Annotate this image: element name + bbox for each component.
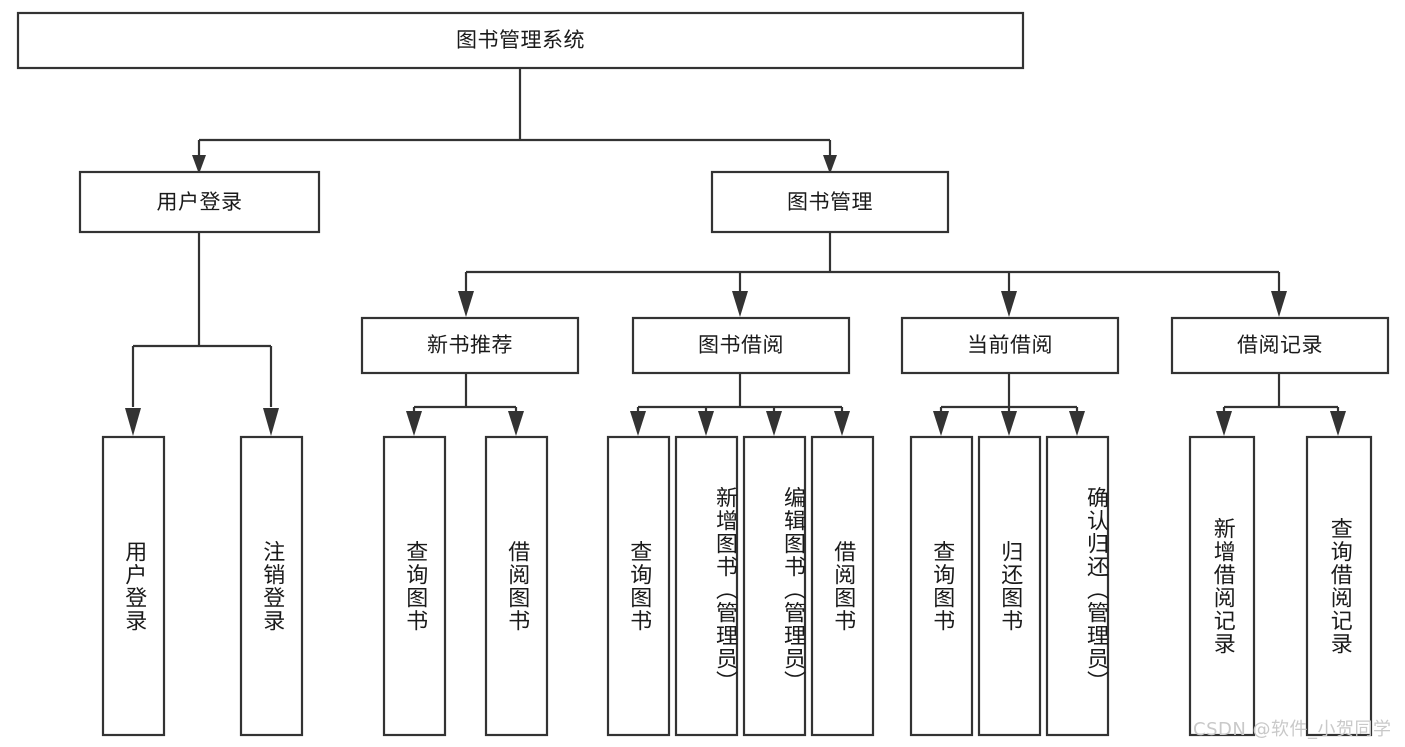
leaf-box-return-book[interactable] — [977, 435, 1042, 737]
connector-userlogin-to-leaves — [125, 232, 279, 436]
connector-bookmgmt-to-level3 — [458, 232, 1287, 317]
leaf-box-query-book-2[interactable] — [606, 435, 671, 737]
node-new-book-recommend-box[interactable] — [360, 316, 580, 375]
connector-newbook-to-leaves — [406, 373, 524, 436]
leaf-box-add-book-admin[interactable] — [674, 435, 739, 737]
node-book-management-box[interactable] — [710, 170, 950, 234]
connector-currentborrow-to-leaves — [933, 373, 1085, 436]
leaf-box-query-book-1[interactable] — [382, 435, 447, 737]
leaf-box-borrow-book-1[interactable] — [484, 435, 549, 737]
leaf-box-confirm-return-admin[interactable] — [1045, 435, 1110, 737]
node-user-login-box[interactable] — [78, 170, 321, 234]
connector-borrowrecord-to-leaves — [1216, 373, 1346, 436]
connector-root-to-level2 — [192, 68, 837, 174]
leaf-box-user-login[interactable] — [101, 435, 166, 737]
leaf-box-add-borrow-record[interactable] — [1188, 435, 1256, 737]
leaf-box-query-borrow-record[interactable] — [1305, 435, 1373, 737]
node-current-borrow-box[interactable] — [900, 316, 1120, 375]
leaf-box-query-book-3[interactable] — [909, 435, 974, 737]
connector-bookborrow-to-leaves — [630, 373, 850, 436]
leaf-box-borrow-book-2[interactable] — [810, 435, 875, 737]
node-book-borrow-box[interactable] — [631, 316, 851, 375]
node-root-box[interactable] — [16, 11, 1025, 70]
node-borrow-record-box[interactable] — [1170, 316, 1390, 375]
csdn-watermark: CSDN @软件_小贺同学 — [1193, 719, 1392, 740]
leaf-box-logout[interactable] — [239, 435, 304, 737]
leaf-box-edit-book-admin[interactable] — [742, 435, 807, 737]
